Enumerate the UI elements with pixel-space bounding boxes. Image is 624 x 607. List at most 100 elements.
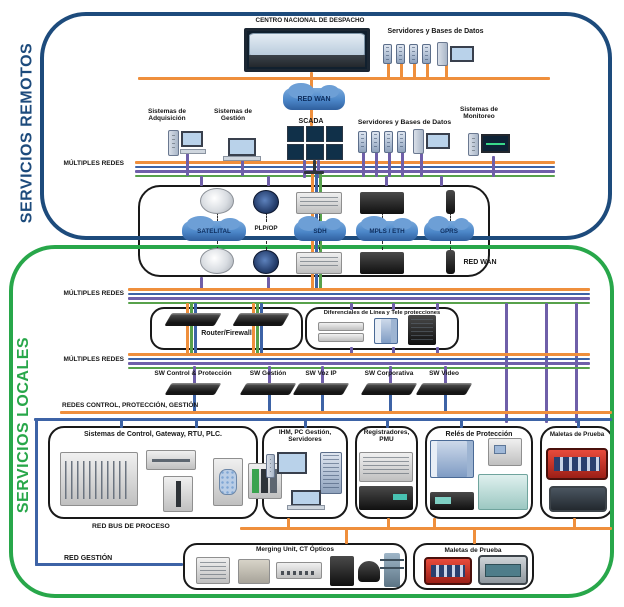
server-tower-icon [320,452,342,494]
link-line [387,518,390,528]
mpls-eth-cloud-label: MPLS / ETH [369,227,405,235]
network-switch-icon [292,383,350,395]
link-line [200,176,203,186]
box-registradores-label: Registradores, PMU [363,429,410,444]
monitor-icon [450,46,474,62]
pc-monitor-icon [277,452,307,474]
differential-relay-icon [408,315,436,345]
link-line [445,62,448,78]
merging-unit-label: Merging Unit, CT Ópticos [256,546,334,553]
servidores-top-label: Servidores y Bases de Datos [387,28,484,35]
gateway-panel-icon [146,450,196,470]
merging-unit-icon [276,562,322,579]
dashed-link [319,241,320,250]
scada-label: SCADA [298,118,324,125]
link-line [387,62,390,78]
link-line [389,366,392,384]
link-line [473,529,476,544]
diferenciales-label: Diferenciales de Línea y Tele proteccion… [323,310,441,316]
sw-video-label: SW Video [429,370,459,377]
server-icon [397,131,406,153]
bus-line [135,165,555,168]
test-case-red-icon [546,448,608,480]
pmu-display [393,494,407,500]
sdh-multiplexer-icon [296,192,342,214]
pc-tower-icon [266,454,275,478]
gprs-modem-icon [446,250,455,274]
panel-slot [152,459,190,462]
maletas-bottom-label: Maletas de Prueba [444,547,502,554]
link-line [200,277,203,290]
control-room-floor [249,55,365,67]
dashed-link [217,241,218,250]
link-line [392,303,395,310]
plc-module [261,469,268,493]
sistemas-gestion-label: Sistemas de Gestión [214,108,252,123]
teleprotection-relay-icon [374,318,398,344]
monitor-icon [426,133,450,149]
link-line [35,418,38,566]
red-wan-cloud-label: RED WAN [297,95,331,103]
sdh-cloud: SDH [294,216,346,241]
gprs-cloud-label: GPRS [440,227,458,235]
satellite-dish-icon [200,248,234,274]
multiples-redes-label-2: MÚLTIPLES REDES [63,290,124,297]
link-line [310,108,313,126]
laptop-base [223,156,261,161]
link-line [433,518,436,528]
protection-relay-icon [488,438,522,466]
link-line [193,394,196,413]
gprs-cloud: GPRS [424,216,474,241]
video-wall-screen [287,144,305,160]
link-line [241,156,244,176]
server-icon [384,131,393,153]
servidores-mid-label: Servidores y Bases de Datos [357,119,452,126]
sw-voz-ip-label: SW Voz IP [305,370,337,377]
protection-relay-rack-icon [430,440,474,478]
controller-keypad-icon [213,458,243,506]
sensor-dome-icon [358,561,380,582]
link-line [444,366,447,384]
bus-line [128,353,590,356]
sdh-multiplexer-icon [296,252,342,274]
test-case-panel [485,564,521,577]
plc-module [270,469,277,493]
relay-display [494,445,506,454]
link-line [350,347,353,356]
link-line [35,563,183,566]
link-line [388,151,391,177]
relay-unit-display [435,497,451,504]
bus-line [128,301,590,304]
ct-arms [380,559,404,561]
ethernet-switch-icon [360,192,404,214]
link-line [304,420,307,428]
dashed-link [450,212,451,222]
junction-box-icon [238,559,270,584]
satellite-dish-icon [200,188,234,214]
waveform [486,143,505,145]
bus-line [34,418,612,421]
laptop-base [287,505,325,510]
network-switch-icon [239,383,297,395]
test-case-panel [431,565,465,577]
red-bus-proceso-label: RED BUS DE PROCESO [92,523,170,530]
bus-line [128,362,590,365]
link-line [401,151,404,177]
ct-arms [380,567,404,569]
server-icon [396,44,405,64]
link-line [389,394,392,413]
link-line [385,176,388,186]
laptop-icon [291,490,321,506]
link-line [400,62,403,78]
server-icon [358,131,367,153]
router-icon [232,313,290,326]
control-room-screens [249,33,365,57]
network-switch-icon [360,383,418,395]
video-wall-screen [306,126,324,142]
desktop-pc-icon [168,130,179,156]
server-monitor-icon [413,129,424,154]
merging-relay-icon [196,557,230,584]
link-line [268,394,271,413]
laptop-icon [228,138,256,156]
link-line [444,394,447,413]
